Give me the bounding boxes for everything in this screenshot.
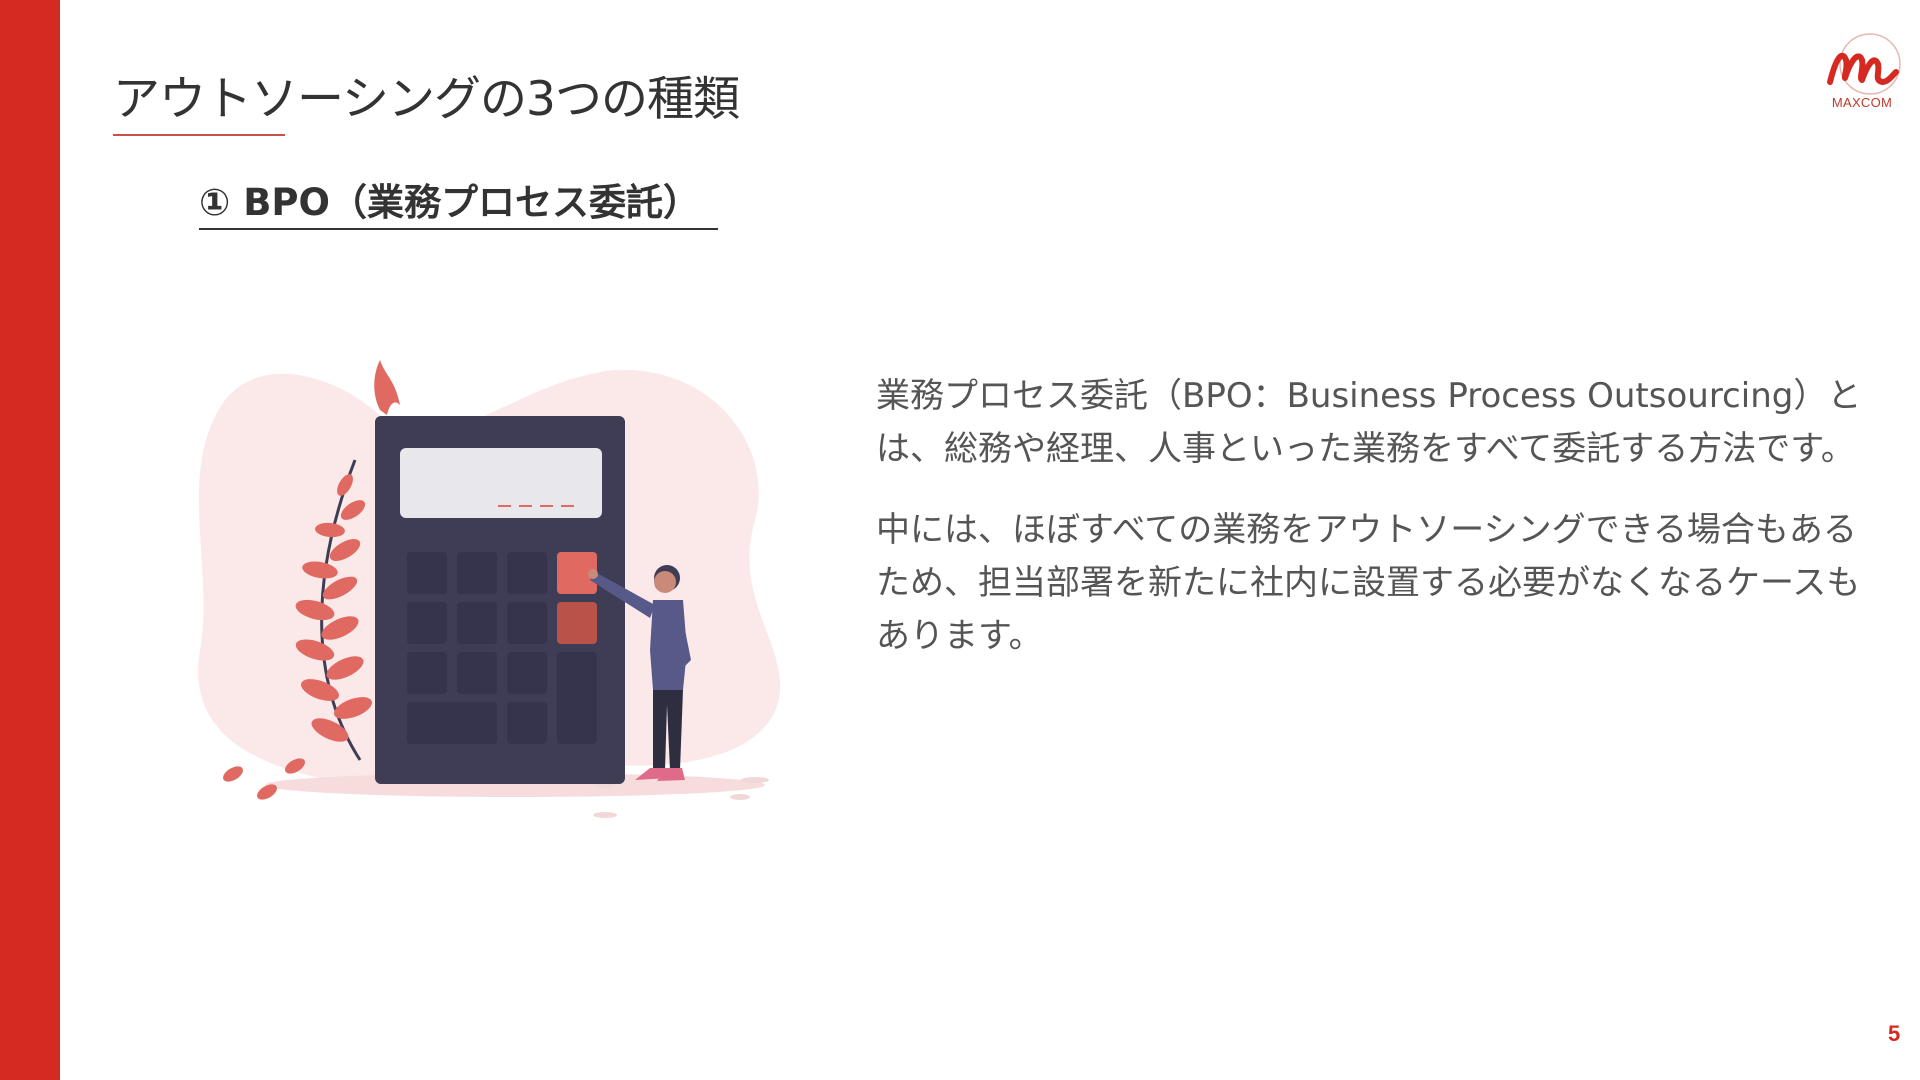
maxcom-logo: MAXCOM [1812,24,1912,114]
person-calculator-icon [198,360,781,818]
title-underline [113,134,285,136]
paragraph-bpo-detail: 中には、ほぼすべての業務をアウトソーシングできる場合もあるため、担当部署を新たに… [876,510,1861,656]
section-subtitle: ① BPO（業務プロセス委託） [199,172,718,230]
calculator-illustration [195,360,795,830]
page-number: 5 [1888,1021,1901,1046]
logo-text: MAXCOM [1831,95,1893,110]
slide-title: アウトソーシングの3つの種類 [113,72,740,127]
body-text: 業務プロセス委託（BPO：Business Process Outsourcin… [876,370,1866,691]
paragraph-bpo-definition: 業務プロセス委託（BPO：Business Process Outsourcin… [876,376,1862,469]
logo-mark-icon [1827,33,1901,95]
accent-side-bar [0,0,60,1080]
